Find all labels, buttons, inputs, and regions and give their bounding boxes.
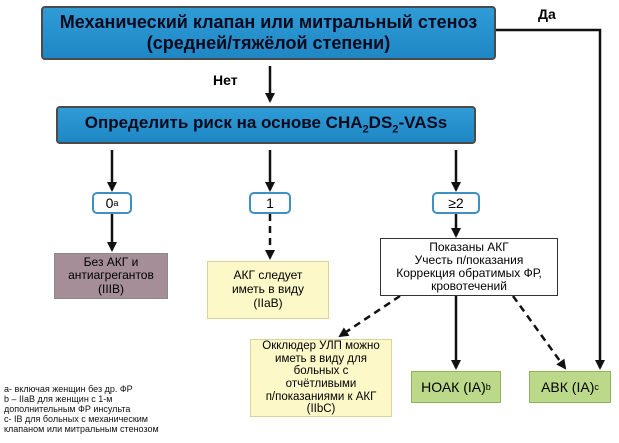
yes-label: Да <box>538 6 556 22</box>
no-akg-box: Без АКГ и антиагрегантов (IIIB) <box>54 253 168 299</box>
arrow-yes <box>496 28 605 370</box>
noak-box: НОАК (IA)b <box>411 371 501 403</box>
risk-assessment-box: Определить риск на основе CHA2DS2-VASs <box>56 106 476 144</box>
arrow-occluder <box>338 294 401 338</box>
footnote-c-line2: клапаном или митральным стенозом <box>4 424 159 435</box>
no-label: Нет <box>213 72 238 88</box>
occluder-box: Окклюдер УЛП можно иметь в виду для боль… <box>250 339 392 417</box>
score-two-plus-box: ≥2 <box>432 192 480 214</box>
footnote-b-line2: дополнительным ФР инсульта <box>4 404 131 415</box>
akg-consider-box: АКГ следует иметь в виду (IIaB) <box>207 261 329 319</box>
footnote-a: а- включая женщин без др. ФР <box>4 384 133 394</box>
footnote-b-line1: b – IIaB для женщин с 1-м <box>4 394 113 405</box>
valve-question-box: Механический клапан или митральный стено… <box>41 6 496 60</box>
arrow-avk <box>511 295 567 370</box>
score-one-box: 1 <box>249 192 291 214</box>
valve-question-line1: Механический клапан или митральный стено… <box>59 12 478 33</box>
valve-question-line2: (средней/тяжёлой степени) <box>146 33 391 53</box>
footnotes: а- включая женщин без др. ФР b – IIaB дл… <box>4 384 240 434</box>
akg-indicated-box: Показаны АКГ Учесть п/показания Коррекци… <box>380 238 558 296</box>
footnote-c-line1: c- IB для больных с механическим <box>4 414 148 425</box>
avk-box: АВК (IA)c <box>529 371 611 403</box>
risk-title: Определить риск на основе CHA2DS2-VASs <box>84 113 448 136</box>
